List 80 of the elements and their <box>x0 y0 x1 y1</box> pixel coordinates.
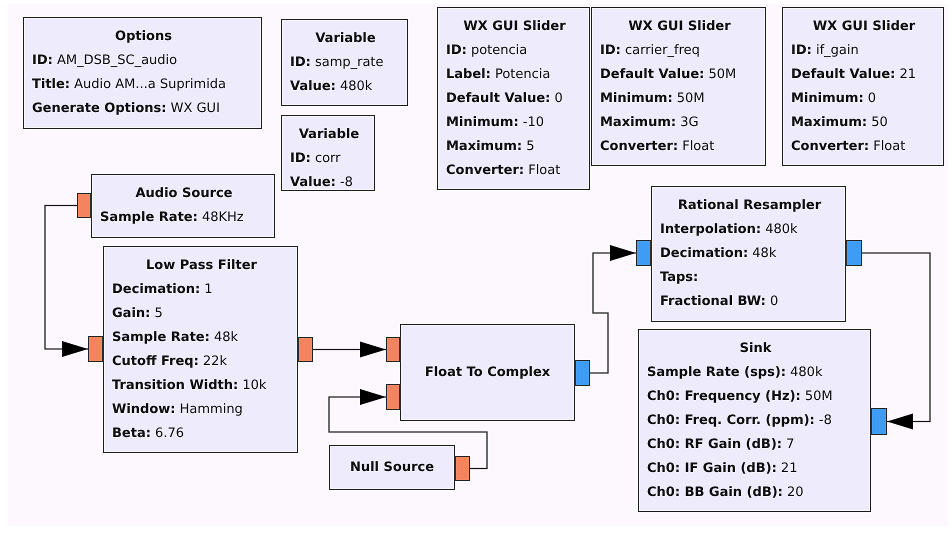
parameter-text: Default Value: 21 <box>791 66 918 84</box>
block-box <box>651 186 846 322</box>
parameter-text: Gain: 5 <box>112 305 164 323</box>
port <box>455 456 470 481</box>
connector-arrow <box>313 342 386 358</box>
block-title: Options <box>114 28 173 46</box>
parameter-text: Ch0: Freq. Corr. (ppm): -8 <box>647 412 833 430</box>
port <box>386 384 400 410</box>
connector-arrow <box>590 245 636 374</box>
parameter-text: Ch0: IF Gain (dB): 21 <box>647 460 798 478</box>
parameter-text: Ch0: RF Gain (dB): 7 <box>647 436 796 454</box>
block-box <box>91 174 275 238</box>
parameter-text: Generate Options: WX GUI <box>32 100 221 118</box>
parameter-text: Taps: <box>660 269 700 287</box>
port <box>77 193 91 218</box>
block-title: Rational Resampler <box>676 197 822 215</box>
parameter-text: Label: Potencia <box>446 66 552 84</box>
parameter-text: Minimum: 50M <box>600 90 706 108</box>
parameter-text: Value: 480k <box>290 78 374 96</box>
block-title: Null Source <box>350 458 434 476</box>
parameter-text: Minimum: 0 <box>791 90 878 108</box>
parameter-text: Default Value: 0 <box>446 90 564 108</box>
parameter-text: Converter: Float <box>600 138 716 156</box>
parameter-text: Maximum: 50 <box>791 114 889 132</box>
block-box <box>103 246 298 453</box>
parameter-text: ID: AM_DSB_SC_audio <box>32 52 178 70</box>
parameter-text: ID: potencia <box>446 42 528 60</box>
port <box>575 360 590 386</box>
block-box <box>400 324 575 421</box>
parameter-text: Sample Rate: 48KHz <box>100 209 245 227</box>
connector-arrow <box>44 204 88 357</box>
parameter-text: ID: corr <box>290 150 342 168</box>
block-box <box>638 329 871 512</box>
block-title: Audio Source <box>134 185 234 203</box>
port <box>298 337 313 362</box>
parameter-text: Minimum: -10 <box>446 114 546 132</box>
port <box>846 240 862 266</box>
parameter-text: Sample Rate: 48k <box>112 329 240 347</box>
parameter-text: Decimation: 1 <box>112 281 214 299</box>
block-title: Low Pass Filter <box>145 257 258 275</box>
block-title: Sink <box>738 340 772 358</box>
block-title: WX GUI Slider <box>462 18 567 36</box>
block-box <box>23 17 262 129</box>
block-title: Float To Complex <box>424 364 550 382</box>
block-title: WX GUI Slider <box>812 18 916 36</box>
parameter-text: ID: if_gain <box>791 42 860 60</box>
port <box>88 336 103 362</box>
parameter-text: Window: Hamming <box>112 401 244 419</box>
connector-arrow <box>862 252 931 430</box>
parameter-text: Ch0: BB Gain (dB): 20 <box>647 484 805 502</box>
parameter-text: Default Value: 50M <box>600 66 738 84</box>
port <box>636 240 651 266</box>
block-box <box>591 7 766 166</box>
parameter-text: ID: carrier_freq <box>600 42 701 60</box>
port <box>386 337 400 362</box>
parameter-text: ID: samp_rate <box>290 54 385 72</box>
block-title: WX GUI Slider <box>627 18 732 36</box>
parameter-text: Beta: 6.76 <box>112 425 185 443</box>
block-box <box>281 115 375 191</box>
connector-arrow <box>328 389 488 470</box>
parameter-text: Maximum: 3G <box>600 114 700 132</box>
parameter-text: Sample Rate (sps): 480k <box>647 364 824 382</box>
parameter-text: Value: -8 <box>290 174 354 192</box>
parameter-text: Interpolation: 480k <box>660 221 799 239</box>
parameter-text: Ch0: Frequency (Hz): 50M <box>647 388 834 406</box>
block-title: Variable <box>314 30 377 48</box>
parameter-text: Title: Audio AM...a Suprimida <box>32 76 228 94</box>
parameter-text: Cutoff Freq: 22k <box>112 353 228 371</box>
block-box <box>281 19 408 106</box>
parameter-text: Decimation: 48k <box>660 245 778 263</box>
parameter-text: Converter: Float <box>446 162 562 180</box>
block-box <box>782 7 944 166</box>
parameter-text: Maximum: 5 <box>446 138 536 156</box>
block-box <box>329 445 455 490</box>
parameter-text: Converter: Float <box>791 138 906 156</box>
block-box <box>437 7 590 190</box>
parameter-text: Transition Width: 10k <box>112 377 268 395</box>
block-title: Variable <box>298 126 360 144</box>
port <box>871 408 887 435</box>
parameter-text: Fractional BW: 0 <box>660 293 780 311</box>
